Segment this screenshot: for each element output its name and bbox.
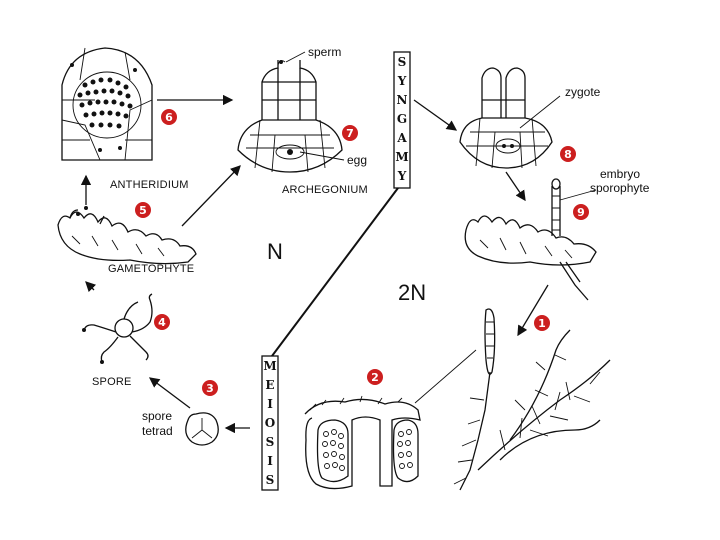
svg-text:E: E [265, 378, 274, 392]
svg-text:O: O [265, 416, 275, 430]
spore-tetrad-label-line1: spore [142, 409, 172, 423]
sperm-cells-cluster [70, 63, 137, 152]
svg-text:Y: Y [397, 169, 407, 183]
svg-text:5: 5 [139, 204, 147, 217]
antheridium-label: ANTHERIDIUM [110, 179, 189, 191]
svg-text:M: M [395, 150, 408, 164]
ploidy-divider-line [271, 187, 399, 357]
gametophyte-illustration [57, 206, 197, 265]
step-badge-7: 7 [342, 125, 358, 141]
arrow-embryo-to-sporophyte [517, 284, 549, 337]
svg-text:N: N [397, 93, 408, 107]
zygote-label: zygote [565, 85, 601, 99]
diploid-2N-label: 2N [398, 280, 426, 305]
svg-text:G: G [397, 112, 407, 126]
arrow-zygote-to-embryo [505, 171, 526, 202]
step-badge-8: 8 [560, 146, 576, 162]
step-badge-6: 6 [161, 109, 177, 125]
meiosis-label-box: M E I O S I S [261, 355, 279, 491]
gametophyte-with-embryo-illustration [464, 178, 597, 301]
archegonium-label: ARCHEGONIUM [282, 184, 368, 196]
sporophyte-illustration [453, 308, 611, 491]
arrow-tetrad-to-spore [148, 377, 191, 409]
step-badge-4: 4 [154, 314, 170, 330]
svg-text:I: I [267, 397, 273, 411]
svg-text:8: 8 [564, 148, 572, 161]
gametophyte-label: GAMETOPHYTE [108, 263, 194, 275]
svg-text:4: 4 [158, 316, 166, 329]
germinating-spore-illustration [82, 293, 153, 364]
svg-text:9: 9 [577, 206, 585, 219]
embryo-sporophyte-label-line1: embryo [600, 167, 640, 181]
svg-text:Y: Y [397, 74, 407, 88]
zygote-pointer [519, 95, 561, 129]
haploid-N-label: N [267, 239, 283, 264]
embryo-pointer [559, 189, 597, 201]
arrow-spore-to-gametophyte [85, 281, 97, 293]
egg-pointer [299, 151, 345, 161]
spore-tetrad-label-line2: tetrad [142, 424, 173, 438]
step-badge-9: 9 [573, 204, 589, 220]
svg-text:M: M [263, 359, 276, 373]
spore-tetrad-illustration [185, 412, 219, 446]
svg-text:7: 7 [346, 127, 354, 140]
syngamy-label-box: S Y N G A M Y [393, 51, 411, 189]
svg-text:I: I [267, 454, 273, 468]
sperm-label: sperm [308, 45, 341, 59]
svg-text:3: 3 [206, 382, 214, 395]
spore-label: SPORE [92, 376, 132, 388]
svg-text:S: S [266, 473, 275, 487]
archegonium-illustration [237, 60, 343, 173]
step-badge-2: 2 [367, 369, 383, 385]
step-badge-1: 1 [534, 315, 550, 331]
svg-text:1: 1 [538, 317, 546, 330]
arrow-gametophyte-to-archegonium [181, 165, 241, 227]
sporangium-illustration [304, 395, 421, 490]
svg-text:S: S [266, 435, 275, 449]
arrow-syngamy-to-zygote [413, 99, 458, 131]
step-badge-3: 3 [202, 380, 218, 396]
zygote-illustration [459, 67, 553, 169]
embryo-sporophyte-label-line2: sporophyte [590, 181, 650, 195]
sperm-pointer [285, 51, 306, 63]
svg-text:6: 6 [165, 111, 173, 124]
svg-text:2: 2 [371, 371, 379, 384]
svg-text:A: A [396, 131, 407, 145]
step-badge-5: 5 [135, 202, 151, 218]
antheridium-illustration [61, 47, 153, 161]
sporangium-pointer [414, 349, 477, 404]
egg-label: egg [347, 153, 367, 167]
svg-text:S: S [398, 55, 407, 69]
